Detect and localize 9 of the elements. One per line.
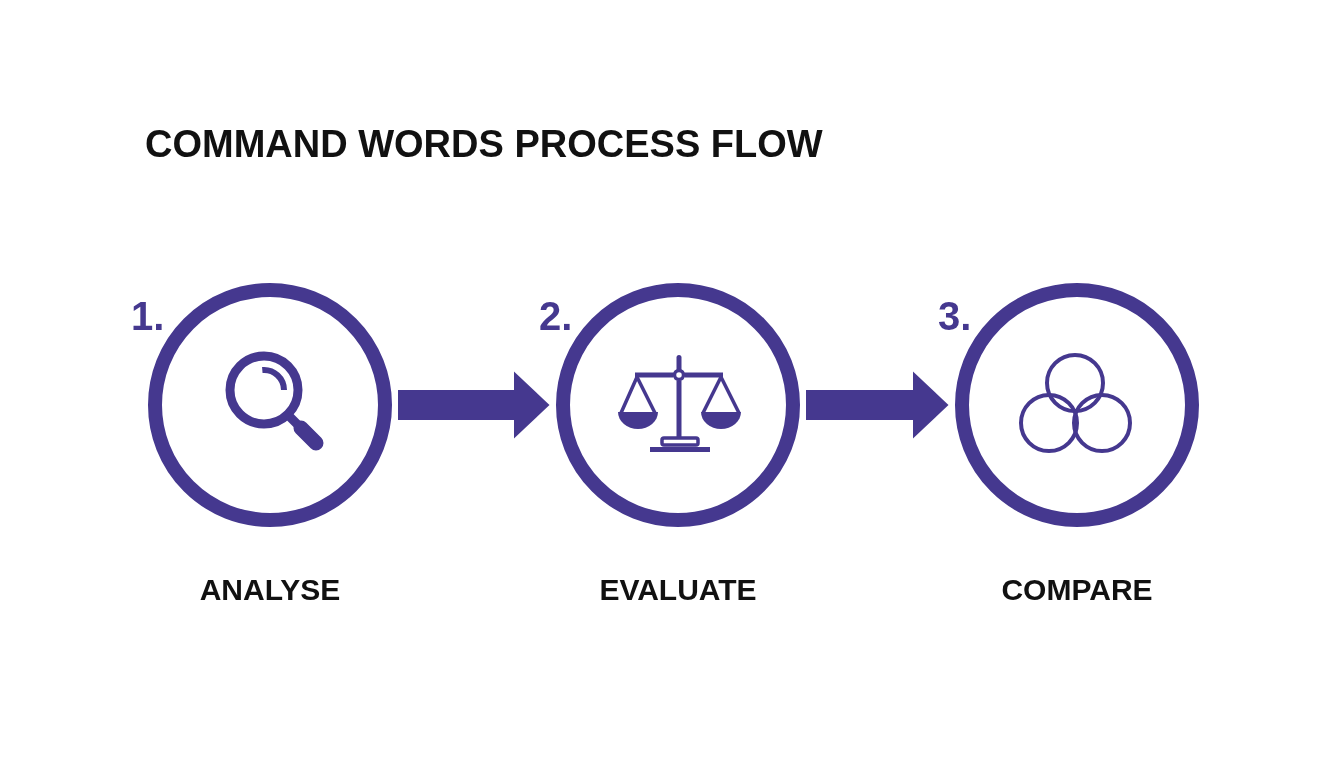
step-number: 2. — [539, 296, 573, 336]
step-number: 1. — [131, 296, 165, 336]
block-arrow — [398, 371, 550, 439]
step-label: COMPARE — [1001, 575, 1153, 605]
block-arrow — [806, 371, 949, 439]
step-number: 3. — [938, 296, 972, 336]
diagram-title: COMMAND WORDS PROCESS FLOW — [145, 125, 823, 163]
step-label: EVALUATE — [599, 575, 757, 605]
step-label: ANALYSE — [199, 575, 341, 605]
